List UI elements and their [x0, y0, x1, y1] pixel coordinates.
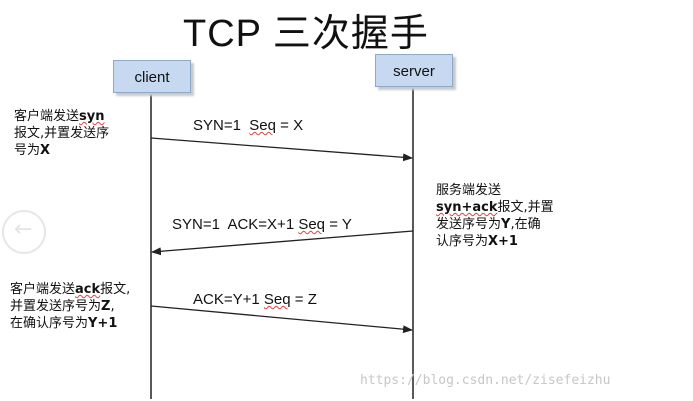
note-value: X+1	[488, 234, 518, 249]
note-text: 号为	[14, 143, 41, 158]
note-text: 在确认序号为	[10, 316, 89, 331]
note-value: Z	[101, 299, 111, 314]
note-text: 客户端发送	[14, 109, 80, 124]
back-nav-button[interactable]: ←	[2, 210, 46, 254]
server-synack-note: 服务端发送 syn+ack报文,并置 发送序号为Y,在确 认序号为X+1	[436, 182, 586, 250]
back-arrow-icon: ←	[14, 217, 33, 242]
note-text: 服务端发送	[436, 183, 502, 198]
note-text: 认序号为	[436, 234, 489, 249]
watermark: https://blog.csdn.net/zisefeizhu	[360, 373, 611, 388]
syn-arrow	[150, 137, 413, 162]
msg-seq: Seq	[298, 216, 326, 233]
client-syn-note: 客户端发送syn 报文,并置发送序 号为X	[14, 108, 154, 159]
note-value: Y+1	[88, 316, 118, 331]
ack-message-label: ACK=Y+1 Seq = Z	[193, 291, 317, 308]
note-text: 发送序号为	[436, 217, 502, 232]
ack-arrow	[150, 305, 413, 334]
note-text: 报文,	[100, 282, 131, 297]
msg-text: SYN=1 ACK=X+1	[172, 216, 299, 233]
note-keyword: syn	[79, 109, 105, 124]
msg-text: = X	[275, 117, 304, 134]
msg-text: = Y	[325, 216, 352, 233]
msg-seq: Seq	[263, 291, 291, 308]
diagram-title: TCP 三次握手	[183, 13, 429, 55]
note-text: 报文,并置	[497, 200, 554, 215]
note-text: 报文,并置发送序	[14, 126, 110, 141]
msg-seq: Seq	[249, 117, 276, 134]
synack-arrow	[151, 230, 414, 256]
synack-message-label: SYN=1 ACK=X+1 Seq = Y	[172, 216, 352, 233]
client-box: client	[113, 60, 191, 93]
note-keyword: syn+ack	[436, 200, 498, 215]
note-text: ,在确	[510, 217, 541, 232]
msg-text: ACK=Y+1	[193, 291, 264, 308]
note-text: 客户端发送	[10, 282, 76, 297]
server-box: server	[375, 54, 453, 87]
msg-text: = Z	[290, 291, 317, 308]
client-ack-note: 客户端发送ack报文, 并置发送序号为Z, 在确认序号为Y+1	[10, 281, 158, 332]
note-value: X	[40, 143, 51, 158]
msg-text: SYN=1	[193, 117, 250, 134]
note-value: Y	[501, 217, 511, 232]
note-text: 并置发送序号为	[10, 299, 102, 314]
note-keyword: ack	[75, 282, 101, 297]
note-text: ,	[110, 299, 115, 314]
syn-message-label: SYN=1 Seq = X	[193, 117, 303, 134]
